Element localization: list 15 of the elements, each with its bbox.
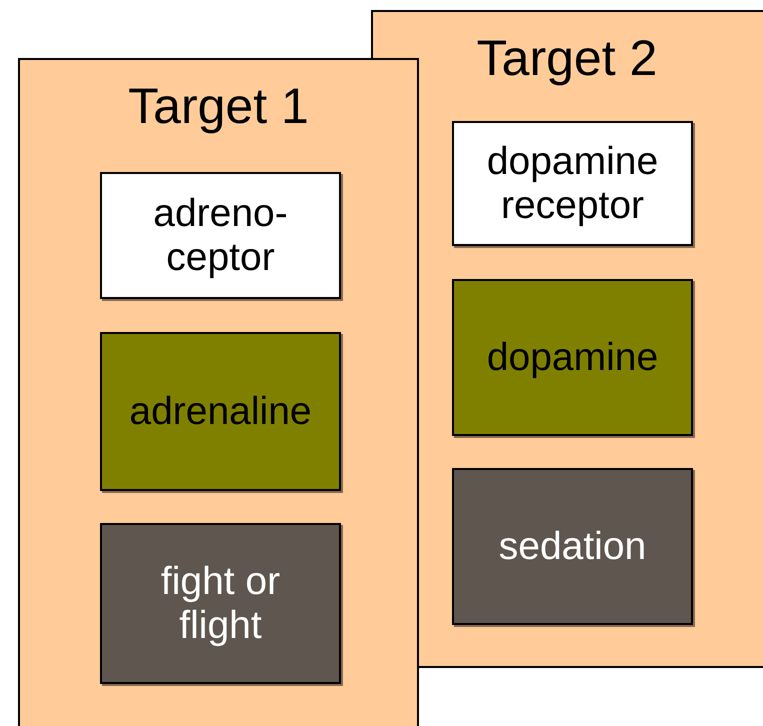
panel-heading: Target 1 [127,78,310,134]
box-label: dopamine receptor [486,140,660,228]
target-panel [18,58,419,726]
ligand-box [100,332,341,491]
box-label: adrenaline [128,390,313,434]
ligand-box [452,279,693,436]
receptor-box [452,121,693,246]
receptor-box [100,172,341,299]
panel-heading: Target 2 [476,30,658,86]
box-label: dopamine [486,336,660,380]
effect-box [452,468,693,625]
box-label: sedation [498,524,648,568]
effect-box [100,523,341,684]
box-label: fight or flight [160,560,282,648]
box-label: adreno- ceptor [152,192,289,280]
